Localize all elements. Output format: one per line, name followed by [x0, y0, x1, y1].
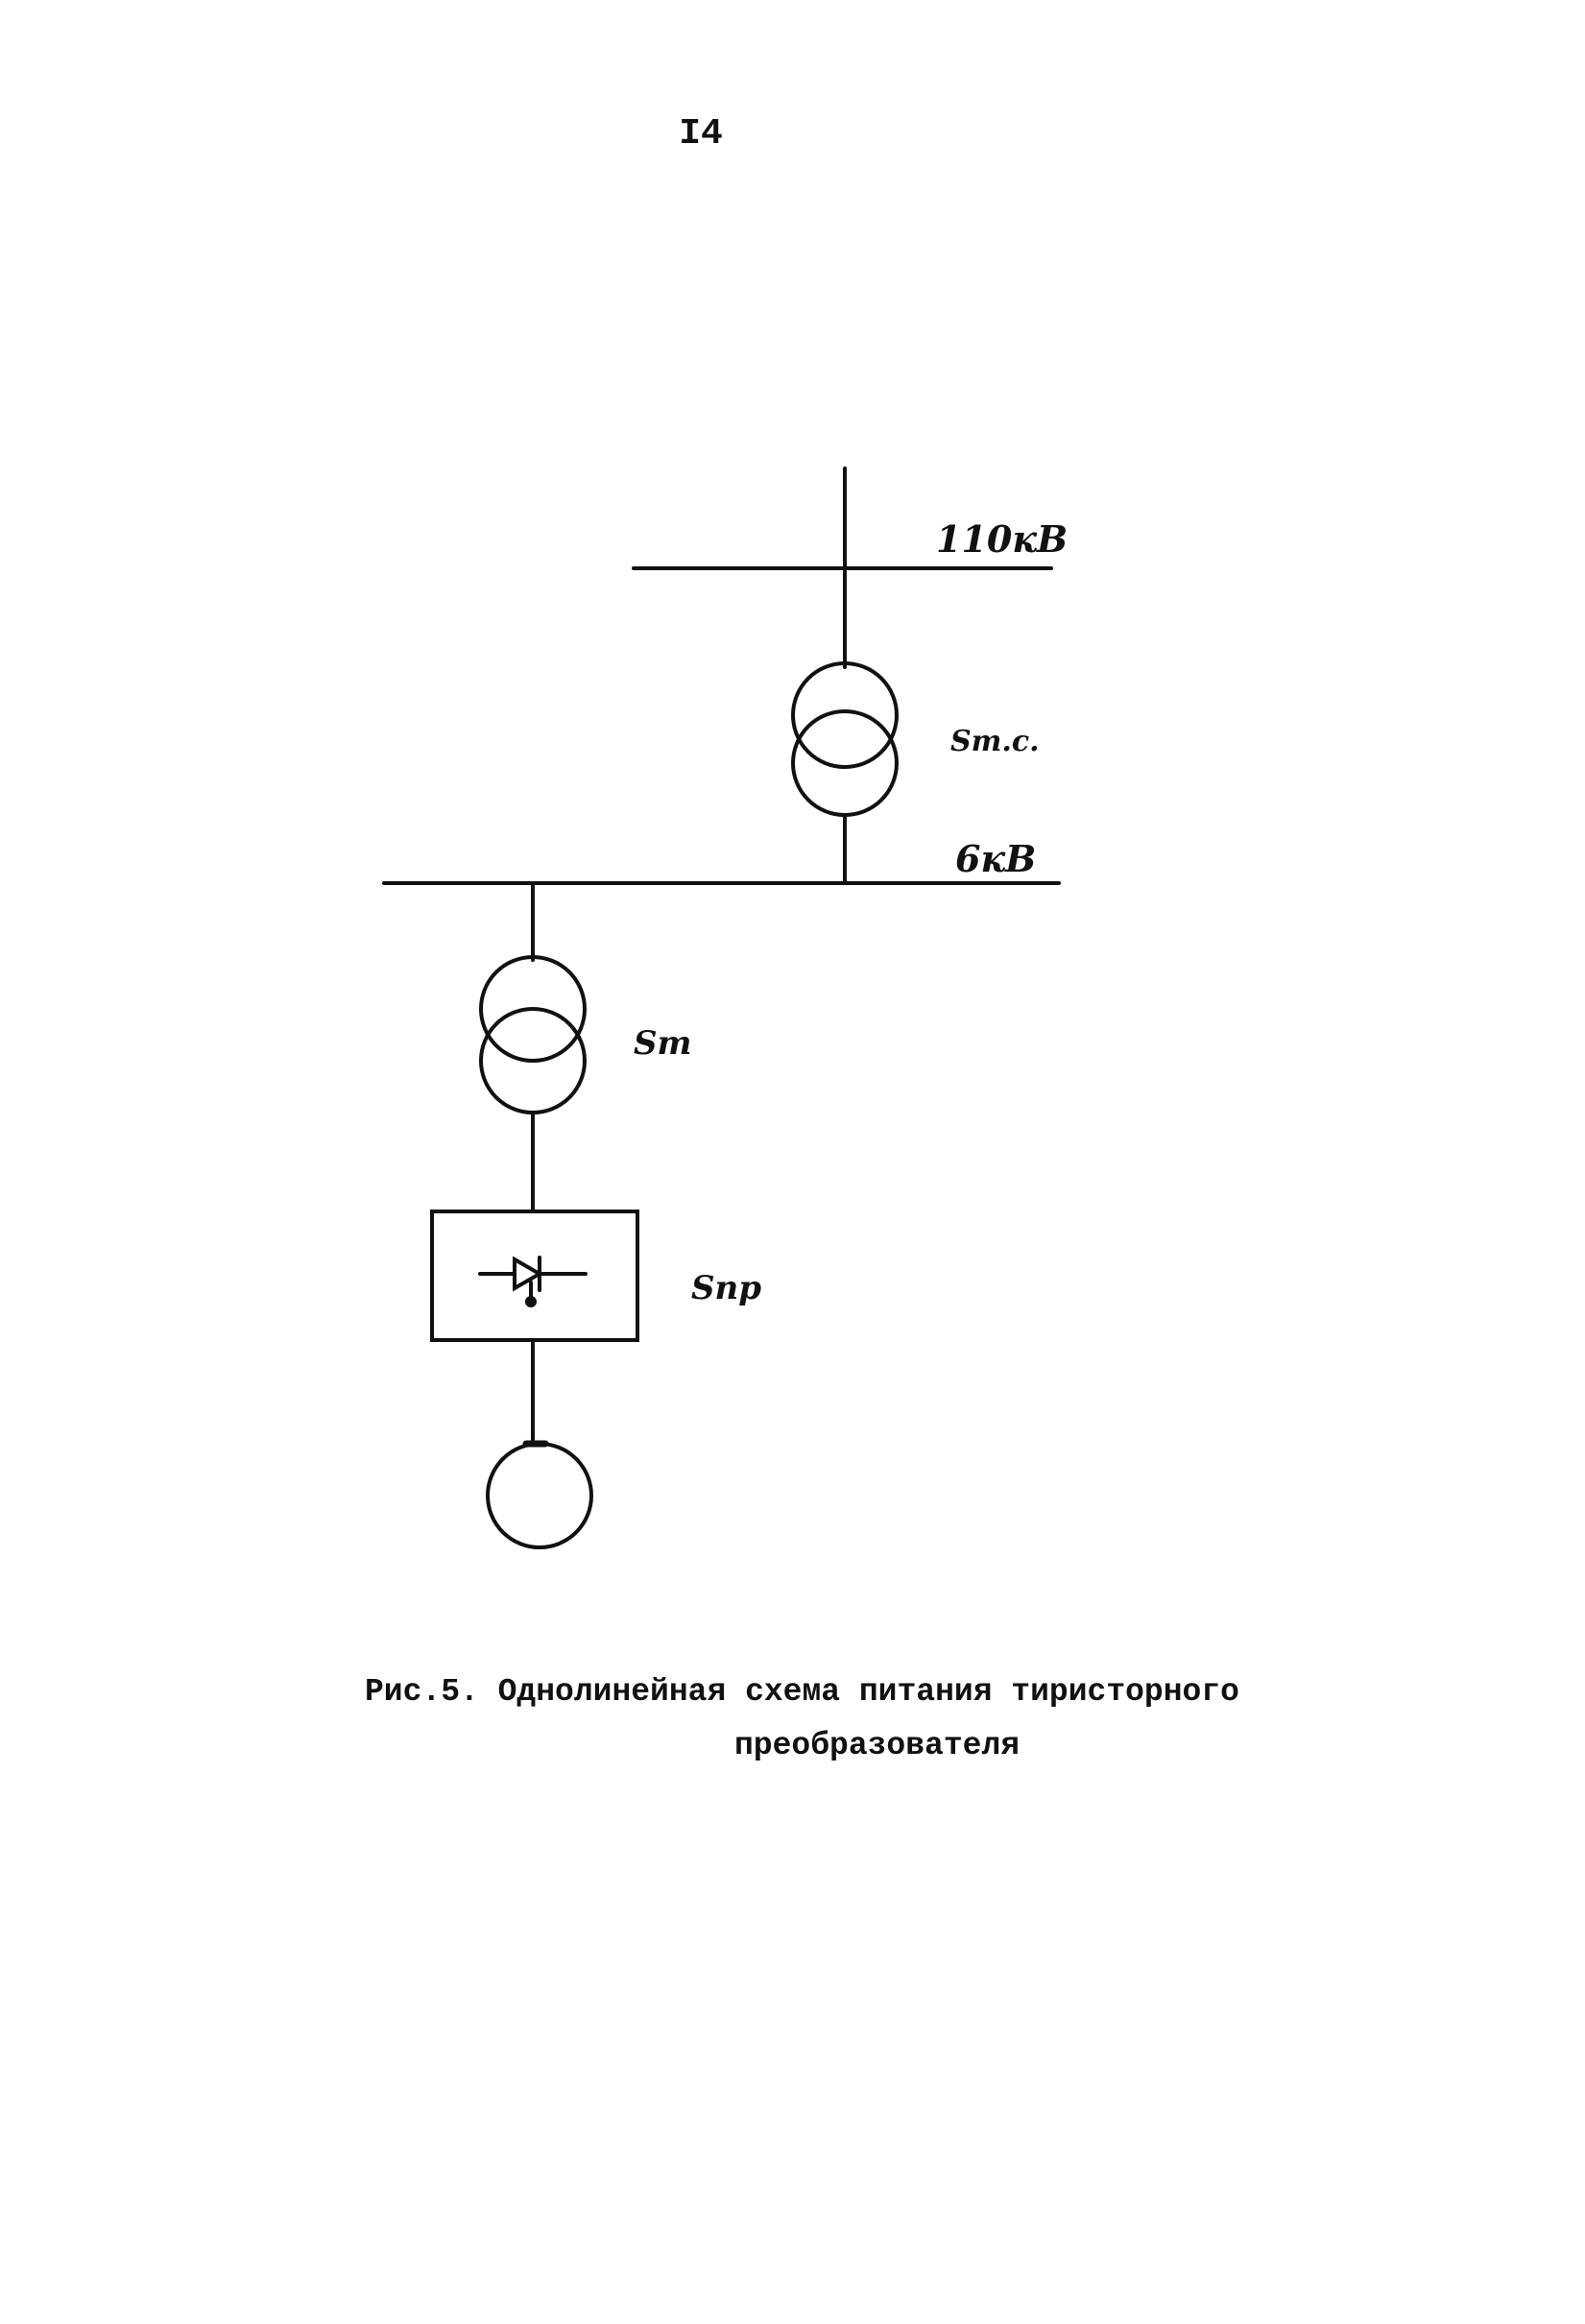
label-converter: Sпр — [691, 1269, 761, 1307]
page-number: I4 — [679, 113, 723, 155]
label-transformer: Sт — [634, 1024, 692, 1063]
caption-line-2: преобразователя — [734, 1728, 1021, 1763]
label-station-transformer: Sт.с. — [950, 725, 1040, 758]
motor-icon — [486, 1440, 593, 1549]
figure-caption: Рис.5. Однолинейная схема питания тирист… — [365, 1665, 1286, 1773]
thyristor-icon — [478, 1256, 588, 1307]
transformer-icon — [479, 955, 587, 1114]
label-bus-6kv: 6кВ — [955, 837, 1036, 880]
station-transformer-icon — [791, 661, 899, 817]
label-bus-110kv: 110кВ — [936, 517, 1068, 561]
caption-line-1: Рис.5. Однолинейная схема питания тирист… — [365, 1674, 1239, 1710]
